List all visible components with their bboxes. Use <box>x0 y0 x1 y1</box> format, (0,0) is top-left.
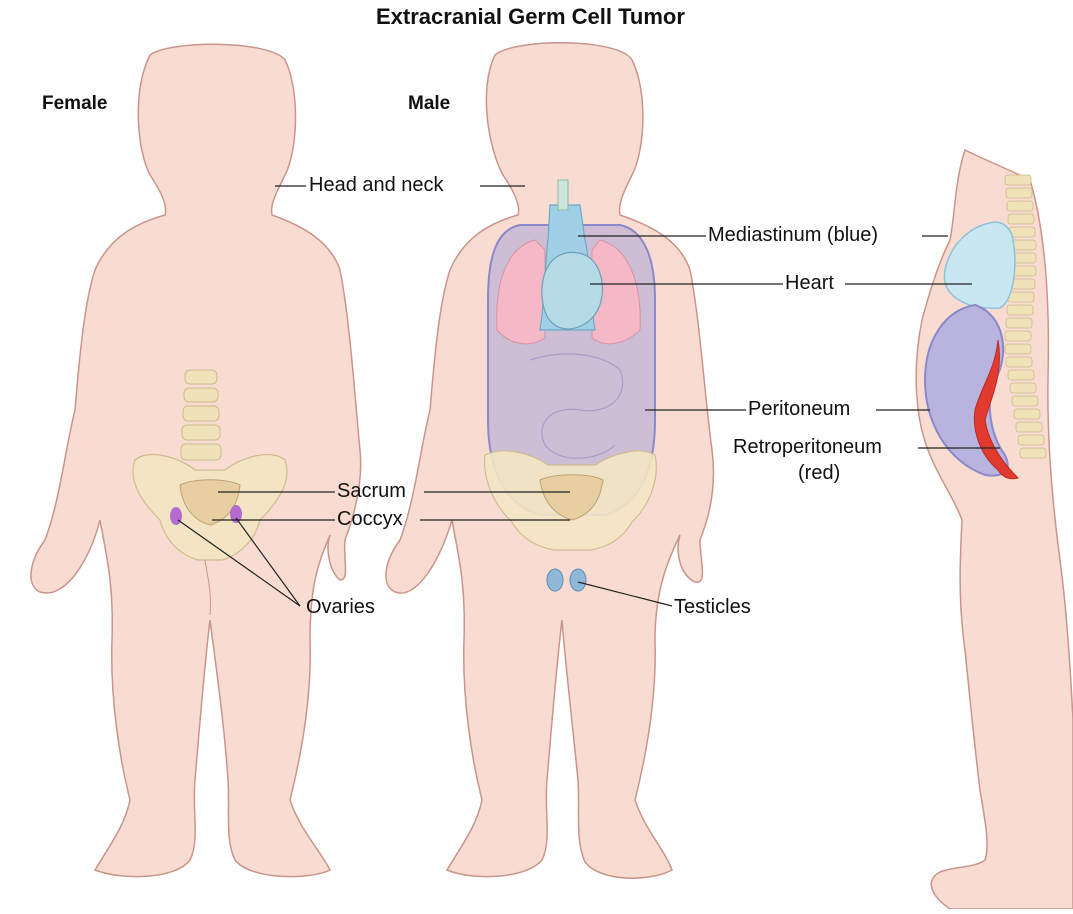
label-mediastinum: Mediastinum (blue) <box>708 224 878 247</box>
label-coccyx: Coccyx <box>337 508 403 531</box>
male-testicle-right <box>570 569 586 591</box>
male-heart <box>542 252 603 329</box>
label-peritoneum: Peritoneum <box>748 398 850 421</box>
label-ovaries: Ovaries <box>306 596 375 619</box>
female-figure <box>31 44 361 876</box>
female-ovary-left <box>170 507 182 525</box>
diagram-title: Extracranial Germ Cell Tumor <box>376 4 685 30</box>
male-trachea <box>558 180 568 210</box>
label-retroperitoneum-color: (red) <box>798 462 840 485</box>
female-figure-label: Female <box>42 93 107 115</box>
label-heart: Heart <box>785 272 834 295</box>
label-sacrum: Sacrum <box>337 480 406 503</box>
male-figure-label: Male <box>408 93 450 115</box>
male-testicle-left <box>547 569 563 591</box>
label-retroperitoneum: Retroperitoneum <box>733 436 882 459</box>
label-head-neck: Head and neck <box>309 174 444 197</box>
label-testicles: Testicles <box>674 596 751 619</box>
side-figure <box>916 150 1073 909</box>
male-figure <box>386 43 714 878</box>
female-spine <box>181 370 221 460</box>
